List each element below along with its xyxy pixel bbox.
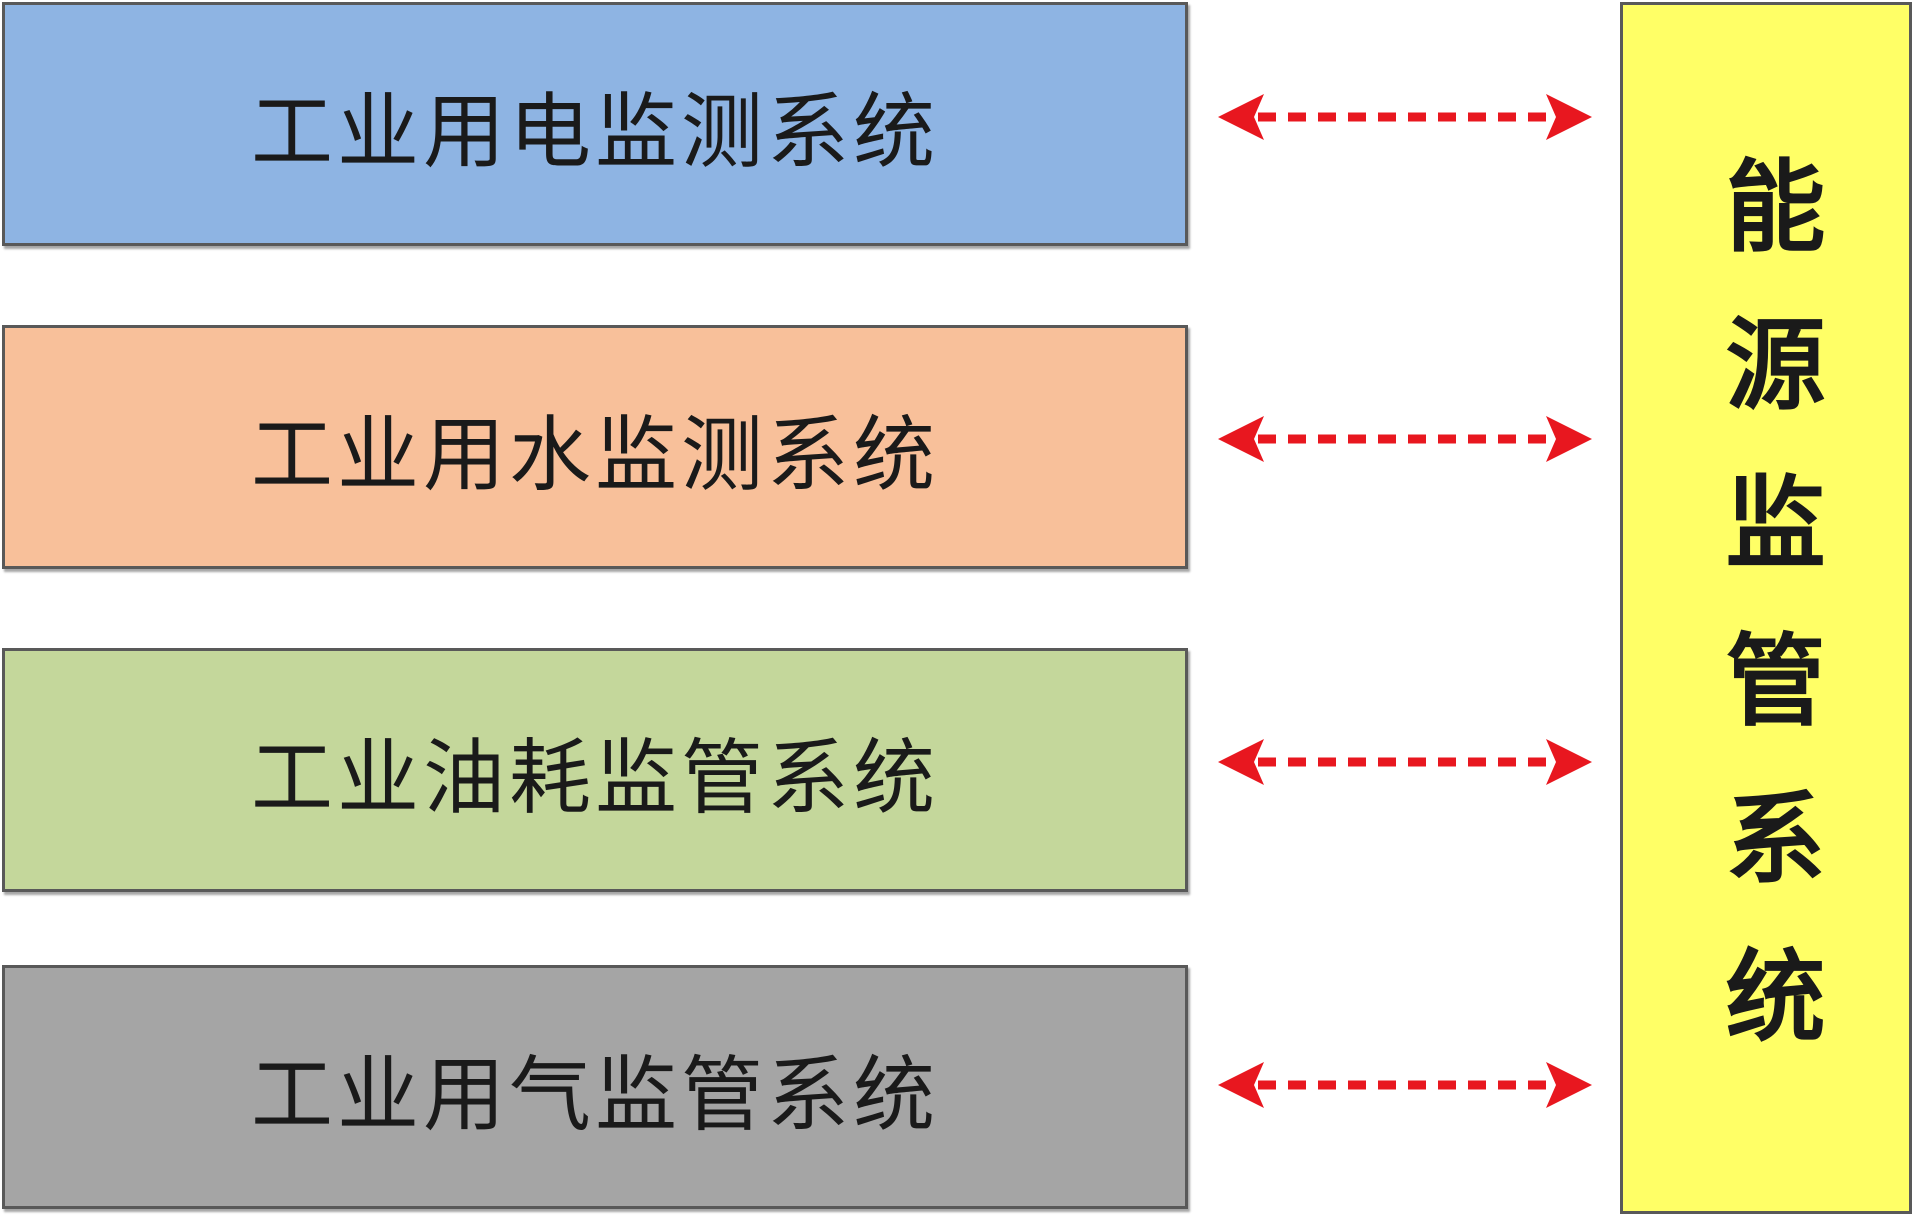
arrowhead-right (1546, 416, 1592, 462)
arrowhead-left (1218, 416, 1264, 462)
arrowhead-left (1218, 94, 1264, 140)
oil-consumption-label: 工业油耗监管系统 (250, 730, 939, 826)
arrowhead-right (1546, 94, 1592, 140)
gas-monitoring-box: 工业用气监管系统 (2, 965, 1188, 1209)
arrowhead-left (1218, 1062, 1264, 1108)
gas-monitoring-label: 工业用气监管系统 (250, 1047, 939, 1143)
energy-management-system-label: 能源监管系统 (1708, 154, 1825, 1102)
arrowhead-left (1218, 739, 1264, 785)
water-monitoring-label: 工业用水监测系统 (250, 407, 939, 503)
arrowhead-right (1546, 739, 1592, 785)
bidirectional-arrow-icon (1218, 416, 1592, 462)
bidirectional-arrow-icon (1218, 739, 1592, 785)
electricity-monitoring-label: 工业用电监测系统 (250, 84, 939, 180)
electricity-monitoring-box: 工业用电监测系统 (2, 2, 1188, 246)
water-monitoring-box: 工业用水监测系统 (2, 325, 1188, 569)
arrowhead-right (1546, 1062, 1592, 1108)
energy-management-system-box: 能源监管系统 (1620, 2, 1912, 1214)
bidirectional-arrow-icon (1218, 1062, 1592, 1108)
oil-consumption-box: 工业油耗监管系统 (2, 648, 1188, 892)
bidirectional-arrow-icon (1218, 94, 1592, 140)
